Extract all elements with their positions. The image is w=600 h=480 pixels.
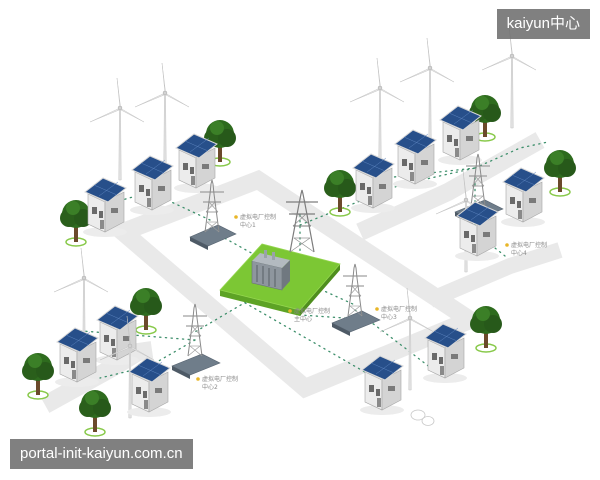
label-sub2-line2: 中心2: [202, 383, 218, 391]
main-control-platform: [219, 243, 341, 316]
tree-upper-right-2: [323, 169, 357, 217]
label-main-line1: 虚拟电厂控制: [294, 307, 330, 315]
house-upper-right-2: [392, 129, 438, 190]
label-dot: [505, 243, 509, 247]
house-upper-right-3: [350, 153, 396, 214]
tree-lower-right: [469, 305, 503, 353]
label-sub3: 虚拟电厂控制 中心3: [375, 305, 417, 321]
tree-right-edge: [543, 149, 577, 197]
label-main: 虚拟电厂控制 主中心: [288, 307, 330, 323]
watermark-bottom: portal-init-kaiyun.com.cn: [10, 439, 193, 469]
label-sub3-line1: 虚拟电厂控制: [381, 305, 417, 313]
house-lower-left-3: [126, 357, 172, 418]
substation-2: [171, 303, 221, 379]
label-sub1: 虚拟电厂控制 中心1: [234, 213, 276, 229]
label-sub1-line2: 中心1: [240, 221, 256, 229]
chat-bubble-icon: [410, 409, 435, 426]
label-sub3-line2: 中心3: [381, 313, 397, 321]
tree-upper-left-2: [59, 199, 93, 247]
tree-lower-left-2: [21, 352, 55, 400]
label-sub4-line2: 中心4: [511, 249, 527, 257]
label-dot: [288, 309, 292, 313]
substation-1: [189, 179, 237, 250]
label-dot: [375, 307, 379, 311]
label-sub2-line1: 虚拟电厂控制: [202, 375, 238, 383]
label-sub4: 虚拟电厂控制 中心4: [505, 241, 547, 257]
label-sub4-line1: 虚拟电厂控制: [511, 241, 547, 249]
house-right-edge: [500, 167, 546, 228]
transformer-unit: [251, 250, 290, 291]
turbine-upper-left-1: [89, 77, 145, 181]
substation-3: [331, 263, 381, 336]
watermark-top: kaiyun中心: [496, 9, 590, 39]
label-main-line2: 主中心: [294, 315, 312, 323]
label-dot: [196, 377, 200, 381]
tree-lower-left-3: [78, 389, 112, 437]
label-dot: [234, 215, 238, 219]
house-upper-right-1: [437, 105, 483, 166]
label-sub1-line1: 虚拟电厂控制: [240, 213, 276, 221]
label-sub2: 虚拟电厂控制 中心2: [196, 375, 238, 391]
